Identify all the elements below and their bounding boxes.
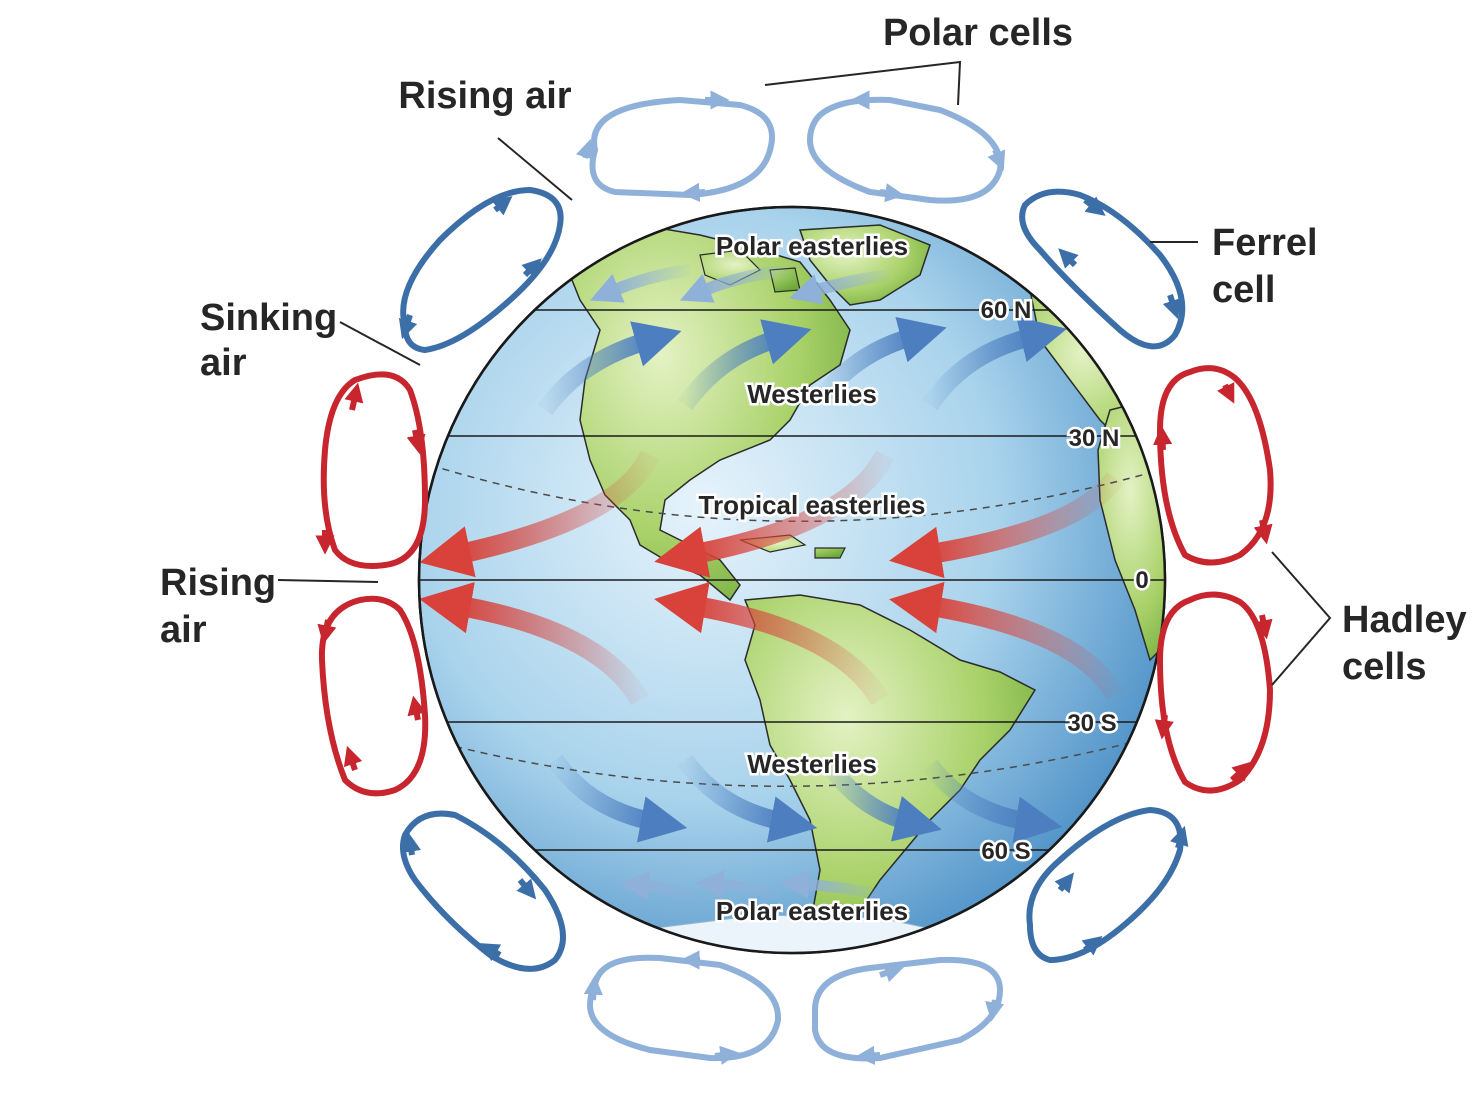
sinking-air-leader [339, 321, 421, 366]
polar-easterlies-north-arrows [589, 264, 891, 305]
tropical-easterlies-south-arrows [419, 581, 1124, 706]
hadley-cell-south-left [317, 595, 429, 797]
latitude-label-30n: 30 N [1069, 425, 1120, 452]
rising-air-top-label: Rising air [398, 75, 571, 117]
westerlies-south-label: Westerlies [747, 749, 877, 779]
hadley-cell-south-right [1154, 591, 1274, 794]
ferrel-cell-south-right [1026, 806, 1189, 964]
polar-cell-north-left [576, 90, 775, 202]
tropical-easterlies-label: Tropical easterlies [699, 490, 926, 520]
rising-air-equator-label-line2: air [160, 609, 207, 651]
hadley-cell-north-right [1153, 365, 1274, 566]
polar-easterlies-south-arrows [620, 870, 882, 904]
dashed-boundary-south [429, 734, 1161, 787]
ferrel-cell-label-line2: cell [1212, 269, 1275, 311]
hadley-cells-leader [1271, 551, 1332, 686]
ferrel-cell-south-left [400, 810, 566, 972]
rising-air-equator-label-line1: Rising [160, 562, 276, 604]
ferrel-cell-north-right [1019, 188, 1186, 350]
polar-cell-south-left [583, 950, 782, 1065]
hadley-cells-label-line1: Hadley [1342, 599, 1467, 641]
ferrel-cell-north-left [398, 186, 564, 354]
sinking-air-label-line2: air [200, 342, 247, 384]
polar-cells-leader [764, 60, 962, 106]
south-america-landmass [743, 594, 1037, 947]
westerlies-north-label: Westerlies [747, 379, 877, 409]
ferrel-cell-label-line1: Ferrel [1212, 222, 1318, 264]
hadley-cell-north-left [315, 371, 429, 569]
polar-easterlies-south-label: Polar easterlies [716, 896, 908, 926]
westerlies-north-arrows [537, 316, 1067, 416]
rising-air-top-leader [497, 137, 573, 201]
latitude-label-60n: 60 N [981, 297, 1032, 324]
polar-cells-label: Polar cells [883, 12, 1073, 54]
latitude-label-equator: 0 [1135, 567, 1148, 594]
polar-cell-south-right [812, 956, 1005, 1065]
latitude-label-60s: 60 S [981, 838, 1030, 865]
globe [417, 205, 1167, 955]
rising-air-equator-leader [277, 579, 379, 583]
tropical-easterlies-north-arrows [419, 450, 1124, 579]
westerlies-south-arrows [547, 754, 1063, 843]
polar-easterlies-north-label: Polar easterlies [716, 231, 908, 261]
latitude-label-30s: 30 S [1067, 710, 1116, 737]
polar-cell-north-right [806, 90, 1006, 204]
sinking-air-label-line1: Sinking [200, 297, 337, 339]
hadley-cells-label-line2: cells [1342, 646, 1427, 688]
